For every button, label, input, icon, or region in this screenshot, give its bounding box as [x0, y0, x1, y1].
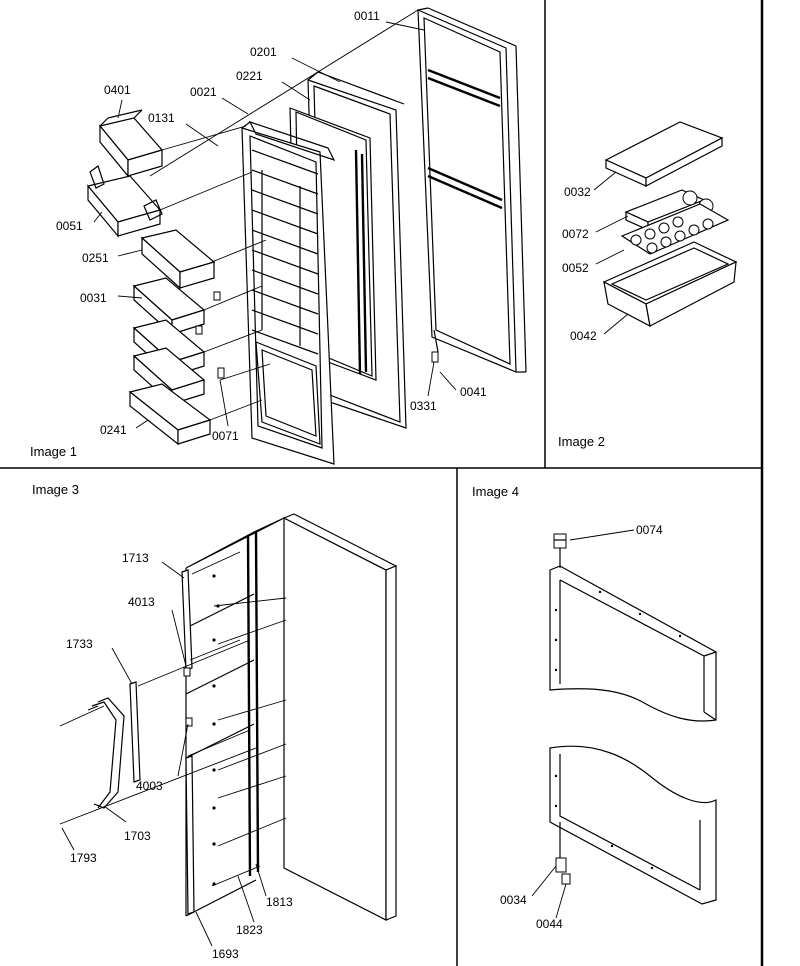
label-leaders-image1 [93, 21, 457, 429]
label-0044: 0044 [536, 917, 563, 931]
bin-0251 [140, 229, 216, 290]
storage-bin [602, 241, 738, 328]
image4-panel: 0074 0034 0044 Image 4 [472, 484, 717, 931]
label-0031: 0031 [80, 291, 107, 305]
handle-1703 [87, 697, 125, 809]
trim-1693 [185, 755, 195, 915]
label-0074: 0074 [636, 523, 663, 537]
label-0051: 0051 [56, 219, 83, 233]
panel-title-image2: Image 2 [558, 434, 605, 449]
door-outer-frame [417, 7, 527, 373]
label-0032: 0032 [564, 185, 591, 199]
image1-panel: 0011 0201 0221 0021 0131 0401 0051 0251 … [30, 7, 527, 465]
door-liner [241, 120, 336, 465]
tray-cover [604, 121, 724, 187]
label-0131: 0131 [148, 111, 175, 125]
label-0071: 0071 [212, 429, 239, 443]
frame-panel [185, 517, 285, 917]
frame-screws [212, 574, 220, 886]
label-0201: 0201 [250, 45, 277, 59]
panel-title-image4: Image 4 [472, 484, 519, 499]
label-1813: 1813 [266, 895, 293, 909]
label-0401: 0401 [104, 83, 131, 97]
label-0042: 0042 [570, 329, 597, 343]
clip-0071 [195, 291, 225, 379]
door-upper-section [549, 565, 717, 722]
panel-borders [0, 0, 764, 966]
label-0241: 0241 [100, 423, 127, 437]
label-1793: 1793 [70, 851, 97, 865]
frame-dots [554, 590, 682, 870]
assembly-lines-image1 [149, 9, 419, 421]
label-0072: 0072 [562, 227, 589, 241]
label-4003: 4003 [136, 779, 163, 793]
label-0034: 0034 [500, 893, 527, 907]
image3-panel: 1713 4013 1733 4003 1703 1793 1813 1823 … [32, 482, 398, 961]
door-lower-section [549, 745, 717, 905]
hinge-pin-top [553, 533, 567, 568]
label-0041: 0041 [460, 385, 487, 399]
label-0331: 0331 [410, 399, 437, 413]
label-1733: 1733 [66, 637, 93, 651]
label-0251: 0251 [82, 251, 109, 265]
label-1713: 1713 [122, 551, 149, 565]
image2-panel: 0032 0072 0052 0042 Image 2 [558, 121, 738, 449]
label-1823: 1823 [236, 923, 263, 937]
panel-title-image1: Image 1 [30, 444, 77, 459]
bin-0401 [98, 109, 164, 178]
label-0052: 0052 [562, 261, 589, 275]
label-0021: 0021 [190, 85, 217, 99]
label-1693: 1693 [212, 947, 239, 961]
label-1703: 1703 [124, 829, 151, 843]
trim-1733 [129, 681, 141, 783]
assembly-lines-image3 [59, 551, 287, 887]
label-4013: 4013 [128, 595, 155, 609]
panel-title-image3: Image 3 [32, 482, 79, 497]
label-0011: 0011 [354, 9, 380, 23]
egg-holder [620, 203, 730, 255]
bin-0051 [86, 165, 163, 238]
trim-1713 [181, 569, 193, 671]
door-panel [282, 513, 398, 921]
label-0221: 0221 [236, 69, 263, 83]
